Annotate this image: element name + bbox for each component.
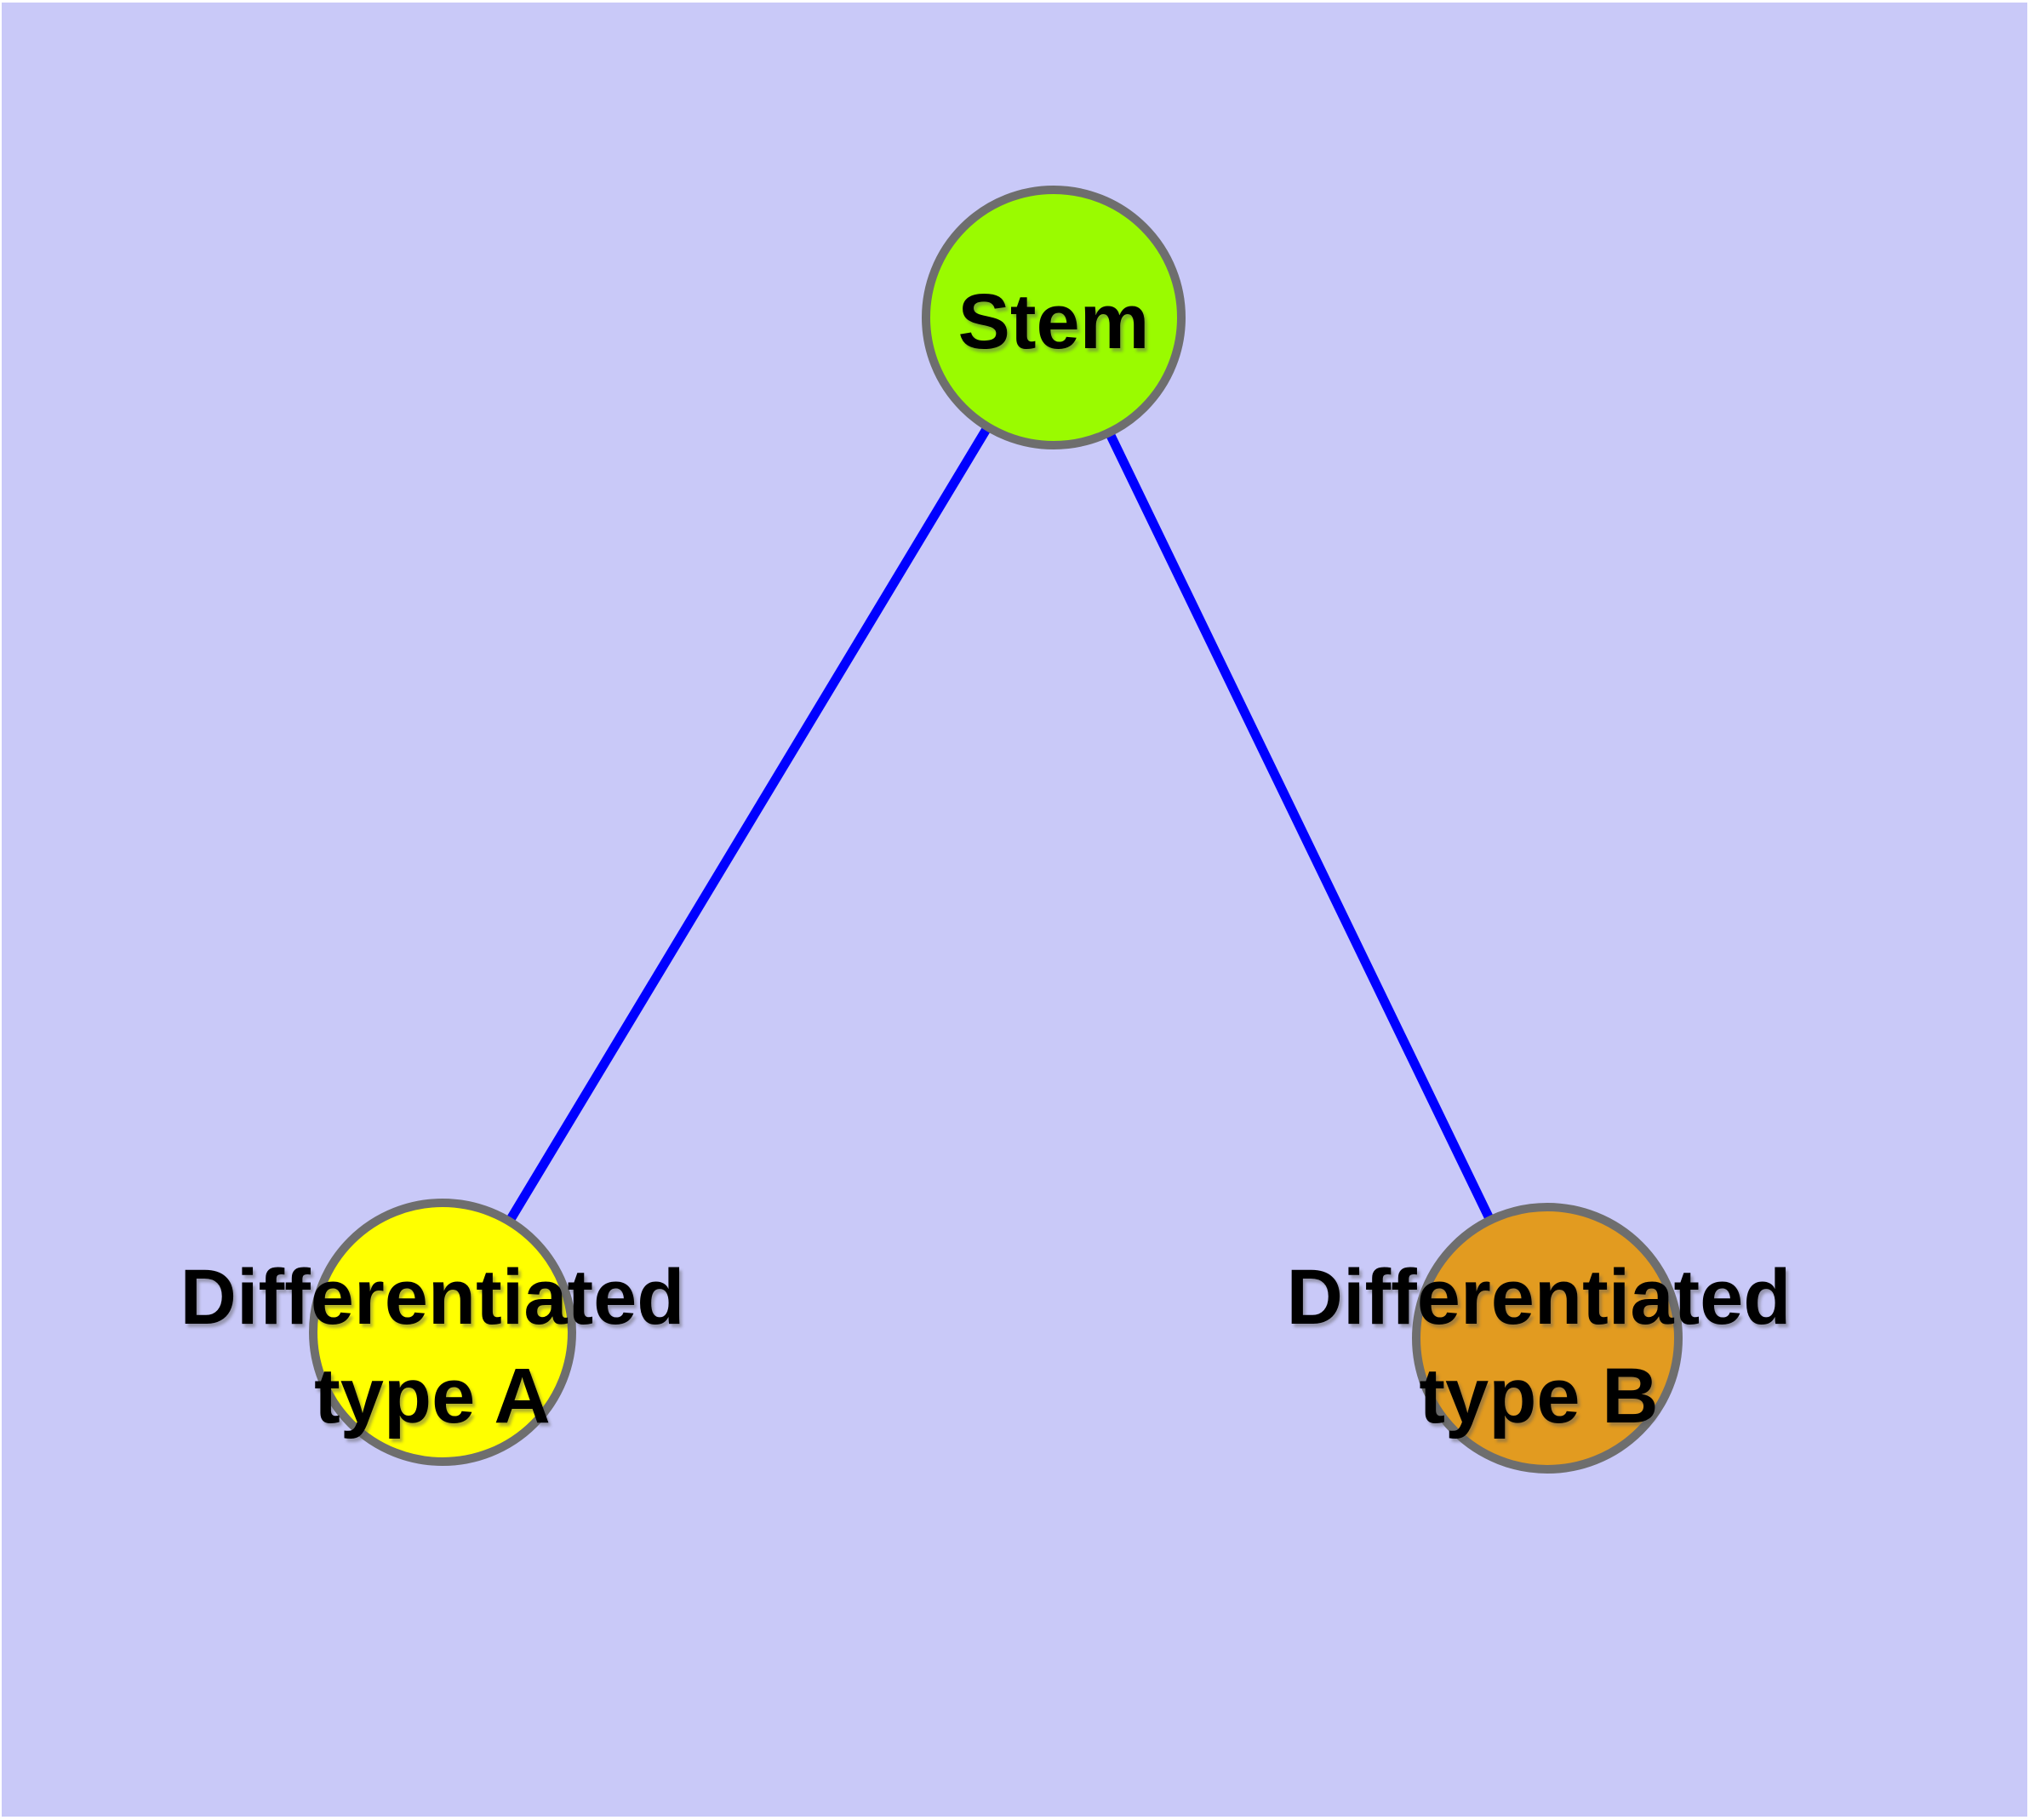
node-label-stem: Stem — [958, 278, 1150, 365]
node-label-diff-b: Differentiated type B — [1287, 1254, 1792, 1439]
edge-stem-to-diff-b — [1049, 315, 1552, 1341]
node-circle-diff-b — [1412, 1203, 1683, 1474]
node-label-diff-a: Differentiated type A — [180, 1254, 685, 1439]
node-label-line: Differentiated — [1287, 1254, 1792, 1341]
node-circle-diff-a — [309, 1199, 576, 1466]
node-label-line: type A — [314, 1353, 551, 1439]
node-label-line: Stem — [958, 278, 1150, 365]
edges-layer — [438, 315, 1552, 1341]
edge-stem-to-diff-a — [438, 315, 1058, 1335]
nodes-layer — [309, 186, 1683, 1474]
node-label-line: type B — [1419, 1353, 1658, 1439]
node-label-line: Differentiated — [180, 1254, 685, 1341]
node-circle-stem — [922, 186, 1186, 449]
